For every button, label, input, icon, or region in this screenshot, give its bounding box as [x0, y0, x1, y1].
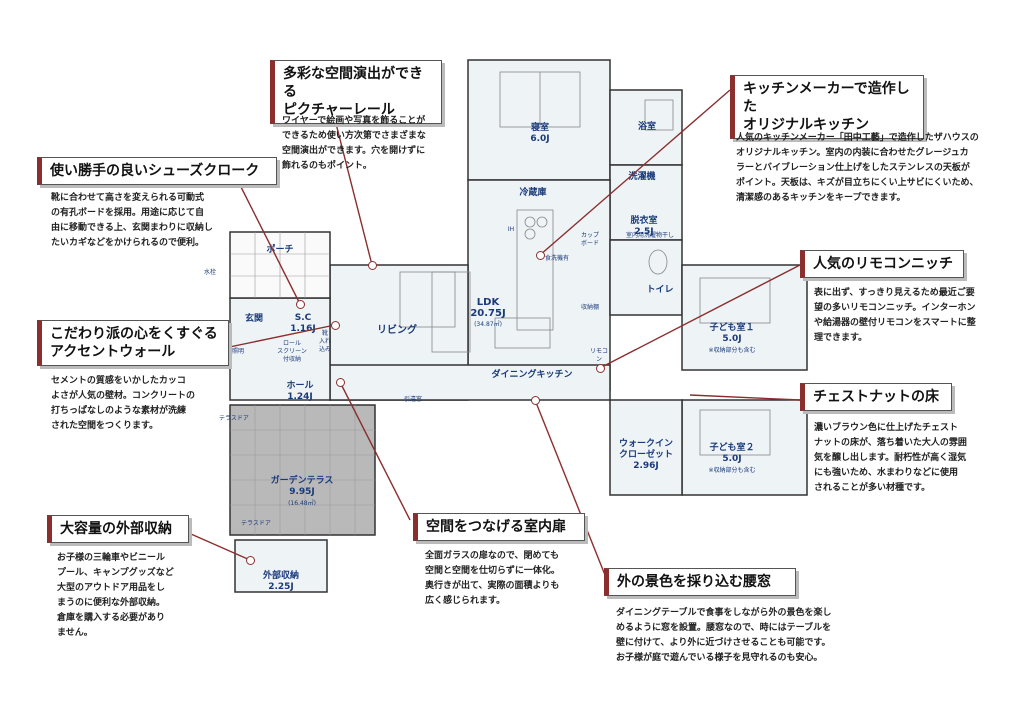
room-remocon: リモコン [589, 348, 608, 363]
callout-title: チェストナットの床 [800, 383, 952, 411]
room-ih: IH [507, 226, 515, 233]
callout-desc: お子様の三輪車やビニール プール、キャンプグッズなど 大型のアウトドア用品をし … [57, 553, 174, 638]
marker-accent-wall [331, 321, 340, 330]
marker-shoe-cloak [296, 300, 305, 309]
room-roll-screen: ロール スクリーン 付収納 [277, 340, 307, 363]
room-toilet: トイレ [646, 285, 674, 295]
callout-title: 大容量の外部収納 [47, 515, 189, 543]
room-terrace-door2: テラスドア [241, 520, 271, 527]
marker-waist-window [531, 396, 540, 405]
room-fridge: 冷蔵庫 [519, 188, 547, 198]
callout-desc: セメントの質感をいかしたカッコ よさが人気の壁材。コンクリートの 打ちっぱなしの… [51, 376, 196, 431]
marker-remocon [596, 364, 605, 373]
marker-picture-rail [368, 261, 377, 270]
room-indoor-dry: 室内用洗濯物干し [625, 232, 674, 239]
room-sliding-window: 引違窓 [403, 396, 422, 403]
room-terrace-door1: テラスドア [219, 415, 249, 422]
room-entrance: 玄関 [244, 314, 263, 324]
room-bath: 浴室 [637, 122, 656, 132]
room-dishwasher: 食洗機有 [544, 255, 569, 262]
room-living: リビング [377, 325, 417, 336]
callout-title: キッチンメーカーで造作した オリジナルキッチン [730, 75, 924, 139]
callout-title: 空間をつなげる室内扉 [413, 513, 585, 541]
bedroom-area [467, 59, 611, 181]
callout-title: 外の景色を採り込む腰窓 [604, 568, 796, 596]
marker-kitchen [536, 251, 545, 260]
marker-glass-door [336, 378, 345, 387]
room-faucet: 水栓 [203, 269, 216, 276]
room-shoe-rack: 靴 入れ 込み [318, 330, 331, 353]
callout-desc: 全面ガラスの扉なので、閉めても 空間と空間を仕切らずに一体化。 奥行きが出て、実… [425, 551, 560, 606]
callout-desc: 表に出ず、すっきり見えるため最近ご要 望の多いリモコンニッチ。インターホン や給… [814, 288, 976, 343]
room-porch-light: 間接照明 [219, 348, 244, 355]
callout-title: 多彩な空間演出ができる ピクチャーレール [270, 60, 442, 124]
callout-title: 使い勝手の良いシューズクローク [37, 157, 277, 185]
room-cupboard: カップ ボード [580, 232, 599, 247]
callout-title: 人気のリモコンニッチ [800, 250, 964, 278]
room-porch: ポーチ [266, 245, 294, 255]
callout-desc: ダイニングテーブルで食事をしながら外の景色を楽し めるように窓を設置。腰窓なので… [616, 608, 832, 663]
marker-outdoor-storage [246, 556, 255, 565]
callout-desc: 人気のキッチンメーカー「田中工藝」で造作したザハウスの オリジナルキッチン。室内… [736, 133, 979, 203]
callout-title: こだわり派の心をくすぐる アクセントウォール [37, 320, 229, 366]
room-washer: 洗濯機 [628, 172, 656, 182]
callout-desc: 濃いブラウン色に仕上げたチェスト ナットの床が、落ち着いた大人の雰囲 気を醸し出… [814, 423, 967, 493]
garden-terrace-area [229, 404, 376, 536]
room-storage-shelf: 収納棚 [580, 304, 599, 311]
room-dining: ダイニングキッチン [491, 370, 573, 380]
callout-desc: 靴に合わせて高さを変えられる可動式 の有孔ボードを採用。用途に応じて自 由に移動… [51, 193, 213, 248]
callout-desc: ワイヤーで絵画や写真を飾ることが できるため使い方次第でさまざまな 空間演出がで… [282, 116, 426, 171]
